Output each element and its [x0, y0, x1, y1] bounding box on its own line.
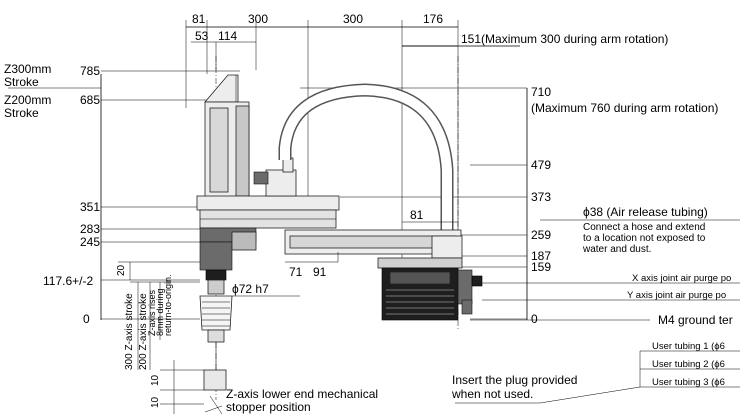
height-187: 187	[531, 249, 551, 263]
user-tubing-3: User tubing 3 (ϕ6	[652, 377, 725, 388]
dim-114: 114	[218, 29, 237, 43]
dim-20: 20	[116, 264, 127, 276]
x-purge-label: X axis joint air purge po	[632, 273, 731, 284]
dim-176: 176	[423, 12, 443, 26]
stopper-note-1: Z-axis lower end mechanical	[226, 387, 378, 401]
rise-note-1: Z-axis rises	[147, 289, 157, 336]
y-purge-label: Y axis joint air purge po	[627, 290, 726, 301]
dim-300-right: 300	[343, 12, 363, 26]
tubing-connector	[253, 157, 297, 197]
user-tubing-1: User tubing 1 (ϕ6	[652, 341, 725, 352]
height-373: 373	[531, 190, 551, 204]
left-height-lines	[8, 70, 240, 320]
air-tube-line2: to a location not exposed to	[583, 233, 706, 244]
height-785: 785	[80, 64, 100, 78]
air-tube-title: ϕ38 (Air release tubing)	[583, 205, 708, 219]
dim-81: 81	[192, 12, 206, 26]
dim-81-inner: 81	[410, 208, 424, 222]
second-arm	[284, 229, 463, 259]
z200-axis-stroke: 200 Z-axis stroke	[138, 293, 149, 370]
height-351: 351	[80, 200, 100, 214]
right-height-lines	[300, 87, 528, 320]
height-710: 710	[531, 85, 551, 99]
plug-note-1: Insert the plug provided	[452, 373, 577, 387]
dim-53: 53	[195, 29, 209, 43]
dim-phi72: ϕ72 h7	[232, 282, 269, 296]
dim-10-b: 10	[150, 396, 161, 408]
height-117: 117.6+/-2	[43, 274, 93, 288]
inner-dim-lines	[118, 221, 458, 415]
stopper-note-2: stopper position	[226, 400, 311, 414]
user-tubing-2: User tubing 2 (ϕ6	[652, 359, 725, 370]
height-283: 283	[80, 222, 100, 236]
robot-base	[196, 195, 340, 243]
dim-10-a: 10	[150, 374, 161, 386]
callout-leaders	[455, 282, 740, 404]
rise-note-3: return-to-origin.	[163, 274, 173, 336]
air-tube-line3: water and dust.	[582, 244, 651, 255]
height-159: 159	[531, 260, 551, 274]
robot-column	[204, 74, 250, 199]
end-motor-box	[377, 257, 483, 321]
z200-label: Z200mm	[4, 93, 51, 107]
z200-stroke-label: Stroke	[4, 106, 39, 120]
height-685: 685	[80, 93, 100, 107]
z300-label: Z300mm	[4, 62, 51, 76]
plug-note-2: when not used.	[451, 387, 533, 401]
dim-300-left: 300	[248, 12, 268, 26]
spline-shaft	[199, 231, 257, 391]
height-479: 479	[531, 158, 551, 172]
height-0-right: 0	[531, 312, 538, 326]
height-259: 259	[531, 228, 551, 242]
dim-91: 91	[313, 265, 327, 279]
z300-axis-stroke: 300 Z-axis stroke	[124, 293, 135, 370]
air-tube-line1: Connect a hose and extend	[583, 222, 705, 233]
rise-note-2: 8mm during	[155, 288, 165, 336]
dim-71: 71	[289, 265, 303, 279]
ground-label: M4 ground ter	[658, 313, 733, 327]
air-tubing-inner	[280, 84, 452, 240]
height-245: 245	[80, 235, 100, 249]
height-710-note: (Maximum 760 during arm rotation)	[531, 101, 718, 115]
height-0: 0	[83, 312, 90, 326]
z300-stroke-label: Stroke	[4, 75, 39, 89]
arm-rotation-note: 151(Maximum 300 during arm rotation)	[461, 32, 668, 46]
